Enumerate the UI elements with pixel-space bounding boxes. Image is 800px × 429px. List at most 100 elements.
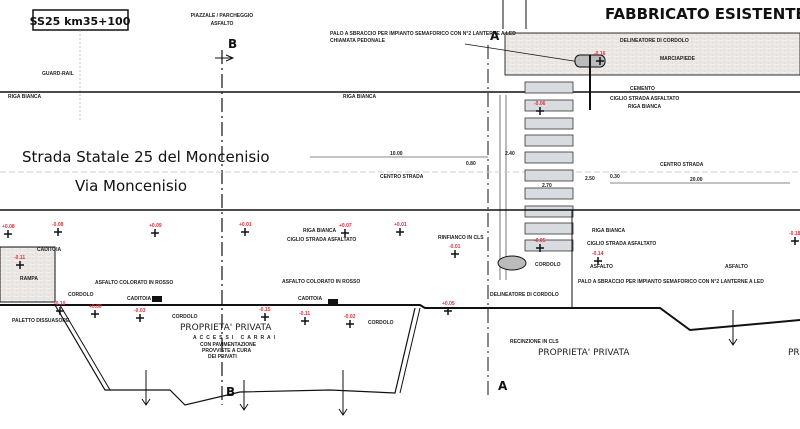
elevation-markers: +0.08 -0.08 +0.09 +0.01 +0.07 +0.01 -0.11 -0.10…	[2, 51, 800, 328]
elevation-label: +0.07	[339, 223, 352, 229]
recinzione-label: RECINZIONE IN CLS	[510, 339, 559, 345]
section-a-top: A	[490, 29, 500, 43]
parking-label-2: ASFALTO	[211, 21, 234, 27]
elevation-label: -0.08	[52, 222, 64, 228]
elevation-label: -0.11	[14, 255, 25, 261]
caditoia-label: CADITOIA	[298, 296, 322, 302]
riga-bianca-label: RIGA BIANCA	[592, 228, 626, 234]
elevation-label: -0.05	[534, 238, 546, 244]
elevation-point: -0.18	[789, 231, 800, 245]
zebra-stripe	[524, 239, 574, 252]
elevation-label: +0.08	[2, 224, 15, 230]
cordolo-label: CORDOLO	[368, 320, 394, 326]
ciglio-label: CIGLIO STRADA ASFALTATO	[610, 96, 679, 102]
proprieta-privata-label-short: PR	[788, 348, 800, 358]
centro-strada-label: CENTRO STRADA	[380, 174, 424, 180]
elevation-label: +0.01	[239, 222, 252, 228]
elevation-label: +0.01	[394, 222, 407, 228]
palo-label: PALO A SBRACCIO PER IMPIANTO SEMAFORICO …	[578, 279, 764, 285]
property-boundary	[54, 304, 416, 406]
marciapiede-label: MARCIAPIEDE	[660, 56, 696, 62]
elevation-point: -0.02	[344, 314, 356, 328]
section-a-bottom: A	[498, 379, 508, 393]
centro-strada-label: CENTRO STRADA	[660, 162, 704, 168]
riga-bianca-label: RIGA BIANCA	[303, 228, 337, 234]
existing-building-sidewalk	[504, 32, 800, 76]
elevation-point: -0.11	[299, 311, 310, 325]
paletto-label: PALETTO DISSUASORE	[12, 318, 70, 324]
cordolo-label: CORDOLO	[172, 314, 198, 320]
asfalto-rosso-label: ASFALTO COLORATO IN ROSSO	[95, 280, 173, 286]
elevation-label: -0.01	[449, 244, 461, 250]
ciglio-label: CIGLIO STRADA ASFALTATO	[287, 237, 356, 243]
dimension-d4: 0.30	[610, 174, 620, 180]
elevation-point: -0.16	[594, 51, 606, 65]
zebra-stripe	[524, 134, 574, 147]
zebra-stripe	[524, 222, 574, 235]
elevation-label: +0.09	[149, 223, 162, 229]
elevation-label: -0.14	[592, 251, 604, 257]
section-b-bottom: B	[226, 385, 235, 399]
elevation-label: -0.15	[259, 307, 271, 313]
dimension-d1: 2.40	[505, 151, 515, 157]
elevation-label: -0.06	[534, 101, 546, 107]
guard-rail-label: GUARD-RAIL	[42, 71, 74, 77]
accessi-carrai-label: ACCESSI CARRAI	[193, 335, 278, 341]
accessi-note: DEI PRIVATI	[208, 354, 237, 360]
cordolo-label: CORDOLO	[535, 262, 561, 268]
elevation-label: -0.16	[594, 51, 606, 57]
elevation-point: -0.01	[449, 244, 461, 258]
rinfianco-label: RINFIANCO IN CLS	[438, 235, 484, 241]
zebra-stripe	[524, 81, 574, 94]
palo-label: PALO A SBRACCIO PER IMPIANTO SEMAFORICO …	[330, 31, 516, 37]
elevation-point: +0.01	[394, 222, 407, 236]
elevation-point: +0.05	[442, 301, 455, 315]
dimension-d5: 0.80	[466, 161, 476, 167]
elevation-point: -0.05	[534, 238, 546, 252]
elevation-label: -0.03	[134, 308, 146, 314]
elevation-point: +0.00	[89, 304, 102, 318]
street-alias: Via Moncenisio	[75, 177, 187, 195]
elevation-label: +0.05	[442, 301, 455, 307]
asfalto-rosso-label: ASFALTO COLORATO IN ROSSO	[282, 279, 360, 285]
elevation-point: -0.08	[52, 222, 64, 236]
palo-label-2: CHIAMATA PEDONALE	[330, 38, 386, 44]
delineatore-label: DELINEATORE DI CORDOLO	[620, 38, 689, 44]
asfalto-label: ASFALTO	[590, 264, 613, 270]
dimension-d2: 2.50	[585, 176, 595, 182]
riga-bianca-label: RIGA BIANCA	[628, 104, 662, 110]
parking-label: PIAZZALE / PARCHEGGIO	[191, 13, 254, 19]
zebra-stripe	[524, 187, 574, 200]
elevation-label: +0.00	[89, 304, 102, 310]
asfalto-label: ASFALTO	[725, 264, 748, 270]
station-label-box: SS25 km35+100	[30, 9, 131, 120]
pedestrian-crossing	[524, 81, 574, 252]
elevation-label: -0.11	[299, 311, 310, 317]
station-label: SS25 km35+100	[30, 15, 131, 28]
elevation-label: -0.18	[789, 231, 800, 237]
section-b-top: B	[228, 37, 237, 51]
proprieta-privata-label: PROPRIETA' PRIVATA	[180, 323, 272, 333]
accessi-note: PROVVISTE A CURA	[202, 348, 251, 354]
dimension-left: 10.00	[390, 151, 403, 157]
building-title: FABBRICATO ESISTENTE	[605, 5, 800, 23]
caditoia-label: CADITOIA	[127, 296, 151, 302]
rampa-label: RAMPA	[20, 276, 38, 282]
elevation-point: -0.15	[259, 307, 271, 321]
riga-bianca-label: RIGA BIANCA	[343, 94, 377, 100]
dimension-d3: 2.70	[542, 183, 552, 189]
elevation-point: -0.03	[134, 308, 146, 322]
elevation-label: -0.10	[54, 301, 66, 307]
ramp	[0, 246, 56, 303]
elevation-point: +0.09	[149, 223, 162, 237]
sidewalk-edge	[0, 304, 800, 332]
delineatore-label: DELINEATORE DI CORDOLO	[490, 292, 559, 298]
elevation-point: -0.11	[14, 255, 25, 269]
cordolo-label: CORDOLO	[68, 292, 94, 298]
elevation-point: -0.14	[592, 251, 604, 265]
zebra-stripe	[524, 169, 574, 182]
caditoia-label: CADITOIA	[37, 247, 61, 253]
zebra-stripe	[524, 99, 574, 112]
elevation-point: -0.06	[534, 101, 546, 115]
